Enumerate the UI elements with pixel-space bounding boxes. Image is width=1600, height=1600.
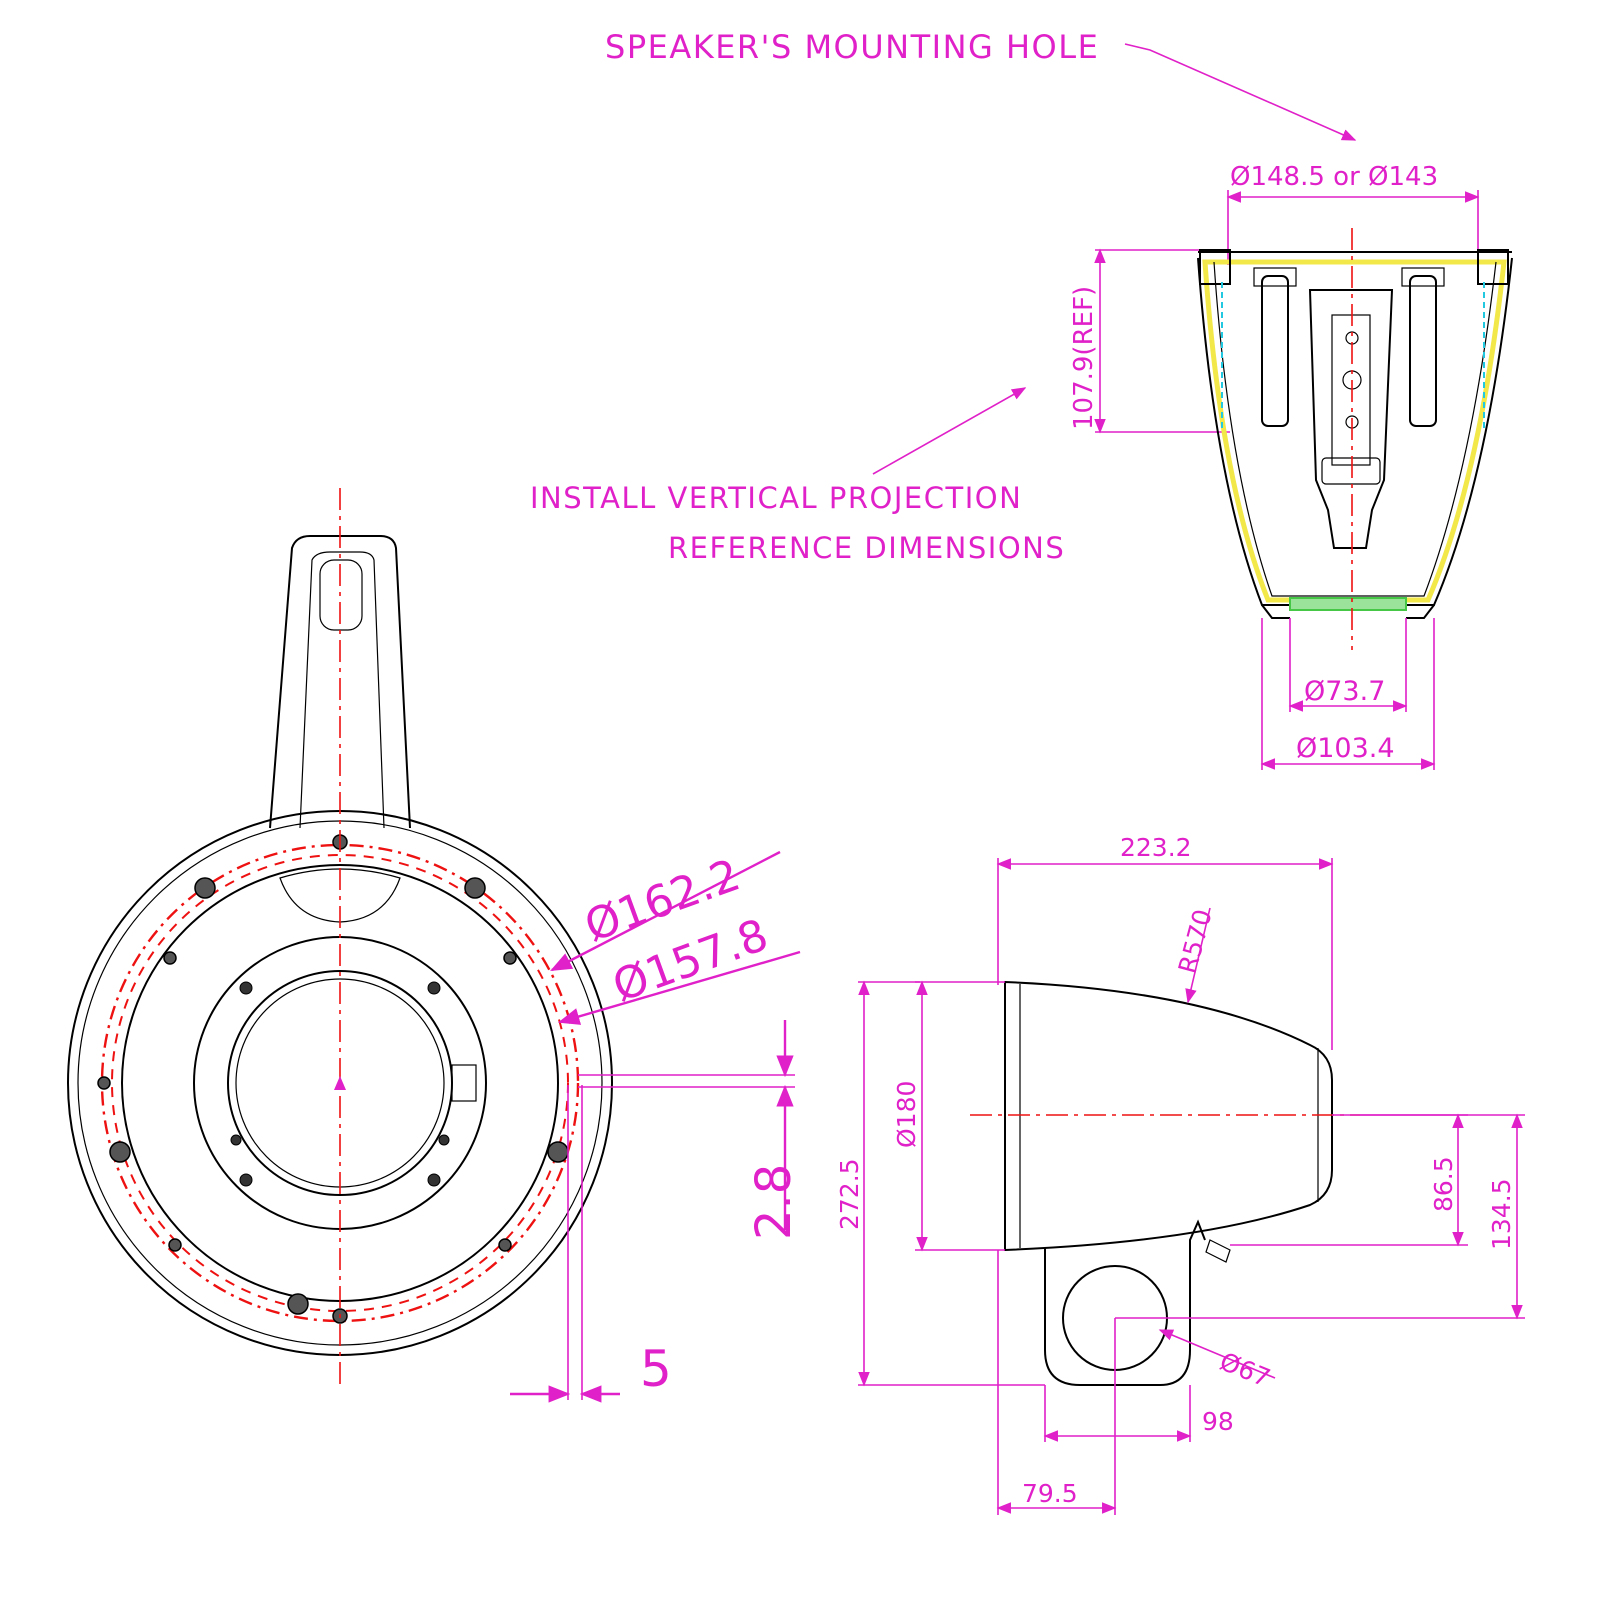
plate-screw-holes xyxy=(230,981,450,1187)
base-inner-dimension: Ø73.7 xyxy=(1304,676,1385,707)
screw-5 xyxy=(503,951,517,965)
post-cap-left xyxy=(1253,267,1297,287)
mount-hole-dimension: Ø148.5 or Ø143 xyxy=(1230,162,1438,192)
top-height-dimension: 107.9(REF) xyxy=(1069,286,1099,430)
rim-right xyxy=(1477,249,1509,285)
front-tab xyxy=(451,1064,477,1102)
clamp-width-dimension: 98 xyxy=(1202,1407,1234,1436)
inner-post-right xyxy=(1409,275,1437,427)
clamp-arm-inner xyxy=(299,551,385,829)
ring-offset-dimension: 2.8 xyxy=(746,1164,802,1240)
bracket-terminal xyxy=(1321,457,1381,485)
axis-to-clamp-dimension: 86.5 xyxy=(1429,1156,1458,1212)
height-dimension: 272.5 xyxy=(835,1158,864,1230)
side-body-outline xyxy=(1004,980,1333,1252)
radius-dimension: R570 xyxy=(1173,906,1218,976)
screw-3 xyxy=(464,877,486,899)
plate-screw-5 xyxy=(239,1173,253,1187)
plate-screw-1 xyxy=(239,981,253,995)
side-clamp xyxy=(1044,1219,1206,1386)
cup-section-view: SPEAKER'S MOUNTING HOLE INSTALL VERTICAL… xyxy=(530,28,1513,770)
screw-8 xyxy=(547,1141,569,1163)
ring-outer-leader xyxy=(550,850,781,972)
rim-left xyxy=(1199,249,1231,285)
screw-7 xyxy=(109,1141,131,1163)
length-dimension: 223.2 xyxy=(1120,833,1192,862)
cup-shell-outer xyxy=(1197,257,1513,606)
mounting-hole-label: SPEAKER'S MOUNTING HOLE xyxy=(605,28,1099,66)
center-marker xyxy=(334,1076,346,1090)
ring-inner-leader xyxy=(557,950,801,1025)
inner-post-left xyxy=(1261,275,1289,427)
ring-dashed-inner xyxy=(111,854,569,1312)
screw-11 xyxy=(287,1293,309,1315)
base-foot-right xyxy=(1406,604,1435,619)
cup-shell-inner xyxy=(1213,261,1497,597)
screw-6 xyxy=(97,1076,111,1090)
projection-label-line1: INSTALL VERTICAL PROJECTION xyxy=(530,481,1022,515)
base-foot-left xyxy=(1261,604,1290,619)
axis-to-bottom-dimension: 134.5 xyxy=(1487,1178,1516,1250)
front-to-clamp-dimension: 79.5 xyxy=(1022,1479,1078,1508)
side-view: 223.2 R570 Ø180 272.5 86.5 134.5 Ø67 98 xyxy=(835,833,1525,1515)
screw-10 xyxy=(498,1238,512,1252)
projection-label-line2: REFERENCE DIMENSIONS xyxy=(668,531,1065,565)
body-diameter-dimension: Ø180 xyxy=(892,1081,921,1148)
post-cap-right xyxy=(1401,267,1445,287)
tube-diameter-dimension: Ø67 xyxy=(1216,1347,1275,1393)
screw-2 xyxy=(194,877,216,899)
ring-width-dimension: 5 xyxy=(640,1340,672,1398)
plate-screw-3 xyxy=(230,1134,242,1146)
radius-leader xyxy=(1185,907,1211,1004)
tube-leader xyxy=(1158,1329,1276,1379)
clamp-arm-slot xyxy=(319,559,363,631)
front-view: Ø162.2 Ø157.8 2.8 5 xyxy=(67,488,802,1403)
outer-screw-holes xyxy=(97,834,569,1324)
bracket-plate xyxy=(1331,314,1371,466)
clamp-arm-outer xyxy=(269,535,411,829)
plate-screw-4 xyxy=(438,1134,450,1146)
screw-9 xyxy=(168,1238,182,1252)
logo-mark xyxy=(279,868,401,923)
screw-4 xyxy=(163,951,177,965)
plate-screw-6 xyxy=(427,1173,441,1187)
center-bracket xyxy=(1308,289,1394,549)
cup-shell-yellow xyxy=(1202,259,1507,603)
projection-leader xyxy=(872,387,1027,475)
side-clamp-knob xyxy=(1205,1239,1231,1263)
base-outer-dimension: Ø103.4 xyxy=(1296,733,1395,764)
mounting-hole-leader xyxy=(1124,43,1357,141)
plate-screw-2 xyxy=(427,981,441,995)
base-plate-green xyxy=(1289,597,1407,611)
